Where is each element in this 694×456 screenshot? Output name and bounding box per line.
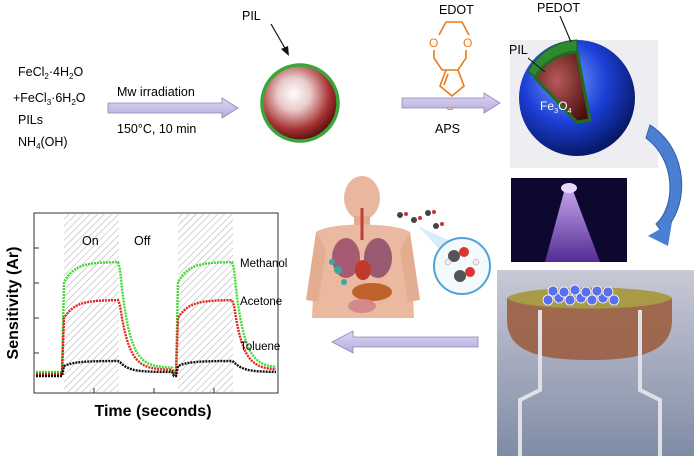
pedot-label: PEDOT xyxy=(537,1,580,15)
legend-acetone: Acetone xyxy=(240,296,282,308)
x-axis-ticks xyxy=(93,388,215,393)
human-body-illustration xyxy=(306,176,420,318)
reagent-fecl3: +FeCl3·6H2O xyxy=(13,91,86,107)
reagent-nh4oh: NH4(OH) xyxy=(18,135,68,151)
pil-coated-sphere xyxy=(260,63,340,143)
sensor-leads xyxy=(518,310,662,456)
sensitivity-chart: On Off Methanol Acetone Toluene Sensitiv… xyxy=(5,212,287,420)
spray-plume xyxy=(545,188,600,262)
fe3o4-core-label: Fe3O4 xyxy=(540,99,572,115)
exhaled-molecules xyxy=(397,210,448,250)
step2-oxidant: APS xyxy=(435,122,460,136)
y-axis-title: Sensitivity (Ar) xyxy=(5,247,22,360)
step1-conditions-top: Mw irradiation xyxy=(117,85,195,99)
sensor-substrate xyxy=(507,298,672,360)
legend-methanol: Methanol xyxy=(240,258,287,270)
step1-conditions-bottom: 150°C, 10 min xyxy=(117,122,196,136)
arrow-step4 xyxy=(331,330,479,354)
pil-shell-label: PIL xyxy=(509,43,528,57)
legend-toluene: Toluene xyxy=(240,341,280,353)
period-label-off: Off xyxy=(134,234,151,248)
curved-arrow-to-spray-head xyxy=(648,222,672,246)
y-axis-ticks xyxy=(34,247,39,354)
pil-shell-pointer xyxy=(527,57,546,73)
arrow-step1 xyxy=(107,97,239,119)
pedot-pointer xyxy=(559,15,572,43)
series-layer xyxy=(36,260,277,378)
on-period-shade-2 xyxy=(178,214,233,392)
zoomed-voc-molecules xyxy=(444,247,480,282)
edot-oxygen-left: O xyxy=(429,36,438,50)
period-label-on: On xyxy=(82,234,99,248)
reagent-fecl2: FeCl2·4H2O xyxy=(18,65,83,81)
pil-label: PIL xyxy=(242,9,261,23)
series-line-methanol xyxy=(36,260,277,374)
pil-pointer-arrowhead xyxy=(281,46,289,56)
edot-structure xyxy=(433,21,470,98)
reagent-pils: PILs xyxy=(18,113,43,127)
edot-oxygen-right: O xyxy=(463,36,472,50)
curved-arrow-to-spray xyxy=(645,124,683,233)
fe3o4-core-cutaway xyxy=(533,50,592,124)
arrow-step2 xyxy=(401,92,501,114)
pil-pointer-arrow xyxy=(270,23,287,51)
series-line-acetone xyxy=(36,298,277,376)
molecule-zoom-circle xyxy=(433,237,491,295)
spray-nozzle-glow xyxy=(561,183,577,193)
nanoparticle-cluster xyxy=(542,284,620,306)
edot-label: EDOT xyxy=(439,3,474,17)
reagents-list: FeCl2·4H2O +FeCl3·6H2O PILs NH4(OH) xyxy=(13,65,86,151)
series-line-toluene xyxy=(36,359,276,378)
x-axis-title: Time (seconds) xyxy=(94,403,211,420)
